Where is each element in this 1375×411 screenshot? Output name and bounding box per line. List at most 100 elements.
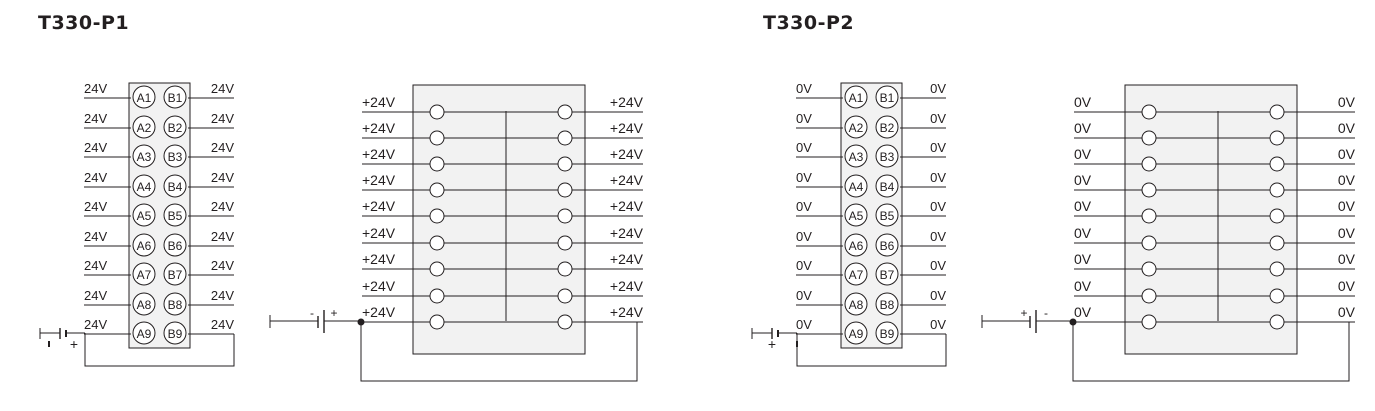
p1-right-voltage-label: 24V (211, 111, 234, 126)
p1-right-voltage-label: 24V (211, 317, 234, 332)
p2-bus-left-label: 0V (1074, 146, 1092, 162)
p1-bus-contact-right (557, 314, 573, 330)
p1-bus-right-label: +24V (610, 146, 644, 162)
p1-bus-contact-right (557, 182, 573, 198)
p2-bus-contact-left (1141, 156, 1157, 172)
p2-bus-right-label: 0V (1338, 94, 1356, 110)
p1-terminal-b (163, 174, 187, 198)
p1-small-loop-wire (84, 333, 235, 367)
p1-terminal-b-label: B2 (168, 121, 183, 135)
p1-left-voltage-label: 24V (84, 199, 107, 214)
p2-right-voltage-label: 0V (930, 288, 946, 303)
p2-small-loop-wire (796, 333, 947, 367)
p1-terminal-a-label: A8 (137, 298, 152, 312)
p2-terminal-a-label: A8 (849, 298, 864, 312)
p2-bus-right-label: 0V (1338, 198, 1356, 214)
p2-right-voltage-label: 0V (930, 140, 946, 155)
panel-title-p2: T330-P2 (763, 12, 855, 34)
p1-bus-contact-left (429, 182, 445, 198)
p2-terminal-b (875, 85, 899, 109)
p1-terminal-b (163, 85, 187, 109)
p2-bus-contact-right (1269, 235, 1285, 251)
p2-bus-left-label: 0V (1074, 251, 1092, 267)
p2-right-voltage-label: 0V (930, 229, 946, 244)
p1-bus-right-label: +24V (610, 198, 644, 214)
p1-terminal-a-label: A5 (137, 209, 152, 223)
p1-bus-contact-right (557, 288, 573, 304)
p1-battery-sign-right: + (70, 336, 78, 352)
p2-terminal-a (844, 233, 868, 257)
p1-bus-left-label: +24V (362, 146, 396, 162)
p1-terminal-b (163, 115, 187, 139)
p2-terminal-a (844, 144, 868, 168)
p2-bus-right-label: 0V (1338, 225, 1356, 241)
p1-left-voltage-label: 24V (84, 170, 107, 185)
p1-terminal-b-label: B3 (168, 150, 183, 164)
p2-terminal-b (875, 115, 899, 139)
p1-terminal-a (132, 292, 156, 316)
p2-bus-left-label: 0V (1074, 278, 1092, 294)
p2-terminal-b-label: B3 (880, 150, 895, 164)
p1-bus-contact-left (429, 314, 445, 330)
p2-terminal-a-label: A5 (849, 209, 864, 223)
p2-terminal-b-label: B9 (880, 327, 895, 341)
p1-bus-left-label: +24V (362, 304, 396, 320)
p2-junction-dot (1069, 318, 1077, 326)
p2-terminal-a-label: A9 (849, 327, 864, 341)
p2-bus-contact-left (1141, 104, 1157, 120)
p1-terminal-b (163, 144, 187, 168)
p1-terminal-b (163, 262, 187, 286)
p2-bus-contact-right (1269, 208, 1285, 224)
p1-terminal-a-label: A9 (137, 327, 152, 341)
p1-bus-left-label: +24V (362, 94, 396, 110)
p2-battery-sign-left: + (768, 336, 776, 352)
p2-terminal-a-label: A2 (849, 121, 864, 135)
p1-terminal-a (132, 144, 156, 168)
p1-terminal-a (132, 203, 156, 227)
p2-bus-left-label: 0V (1074, 198, 1092, 214)
p1-right-voltage-label: 24V (211, 258, 234, 273)
p2-terminal-b (875, 203, 899, 227)
p1-bus-contact-right (557, 104, 573, 120)
p2-terminal-a (844, 203, 868, 227)
p1-terminal-b (163, 203, 187, 227)
p2-bus-contact-left (1141, 314, 1157, 330)
p2-terminal-a (844, 262, 868, 286)
p1-bus-contact-left (429, 235, 445, 251)
p1-terminal-b-label: B7 (168, 268, 183, 282)
p1-junction-dot (357, 318, 365, 326)
p2-bus-right-label: 0V (1338, 278, 1356, 294)
p2-bus-contact-right (1269, 314, 1285, 330)
p2-large-battery-sign-right: - (1044, 306, 1048, 320)
p1-bus-contact-left (429, 130, 445, 146)
p1-terminal-a-label: A7 (137, 268, 152, 282)
p2-bus-right-label: 0V (1338, 251, 1356, 267)
p1-bus-left-label: +24V (362, 251, 396, 267)
p1-bus-contact-left (429, 288, 445, 304)
p2-bus-left-label: 0V (1074, 225, 1092, 241)
p2-bus-contact-right (1269, 261, 1285, 277)
p1-terminal-a (132, 233, 156, 257)
p2-bus-contact-right (1269, 130, 1285, 146)
p1-terminal-a (132, 85, 156, 109)
p1-bus-contact-right (557, 261, 573, 277)
p2-terminal-b-label: B7 (880, 268, 895, 282)
p2-bus-left-label: 0V (1074, 304, 1092, 320)
p2-terminal-b-label: B2 (880, 121, 895, 135)
p1-bus-left-label: +24V (362, 198, 396, 214)
p1-right-voltage-label: 24V (211, 229, 234, 244)
p1-terminal-a-label: A1 (137, 91, 152, 105)
p1-terminal-a-label: A4 (137, 180, 152, 194)
p2-terminal-a-label: A1 (849, 91, 864, 105)
p1-bus-contact-right (557, 208, 573, 224)
p2-terminal-b (875, 174, 899, 198)
p1-terminal-b-label: B5 (168, 209, 183, 223)
p2-bus-contact-left (1141, 261, 1157, 277)
p2-bus-left-label: 0V (1074, 94, 1092, 110)
p1-bus-contact-right (557, 156, 573, 172)
p1-terminal-b-label: B9 (168, 327, 183, 341)
p2-terminal-b-label: B1 (880, 91, 895, 105)
p2-terminal-a-label: A6 (849, 239, 864, 253)
p2-terminal-a-label: A4 (849, 180, 864, 194)
